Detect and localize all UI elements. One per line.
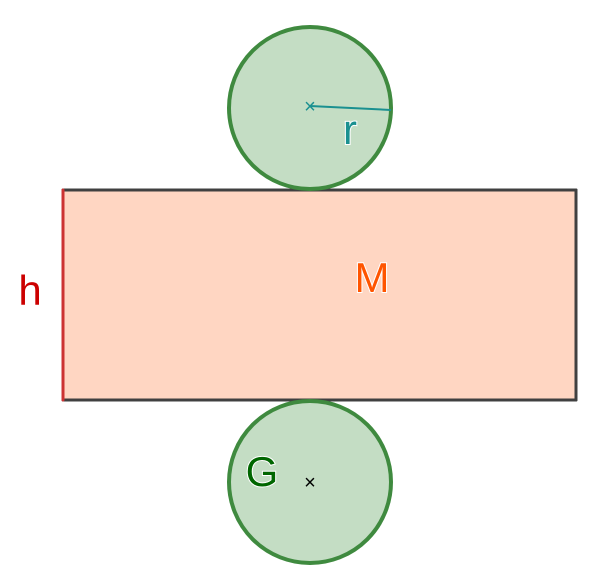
lateral-surface-label: M: [355, 254, 390, 301]
top-center-marker: ×: [304, 96, 316, 118]
bottom-circle: [227, 399, 393, 565]
lateral-surface-rect: [63, 190, 576, 400]
bottom-center-marker: ×: [304, 472, 316, 494]
height-label: h: [18, 267, 41, 314]
radius-line: [309, 105, 392, 111]
radius-label: r: [343, 106, 357, 153]
top-circle: [227, 25, 393, 191]
base-label: G: [246, 448, 279, 495]
